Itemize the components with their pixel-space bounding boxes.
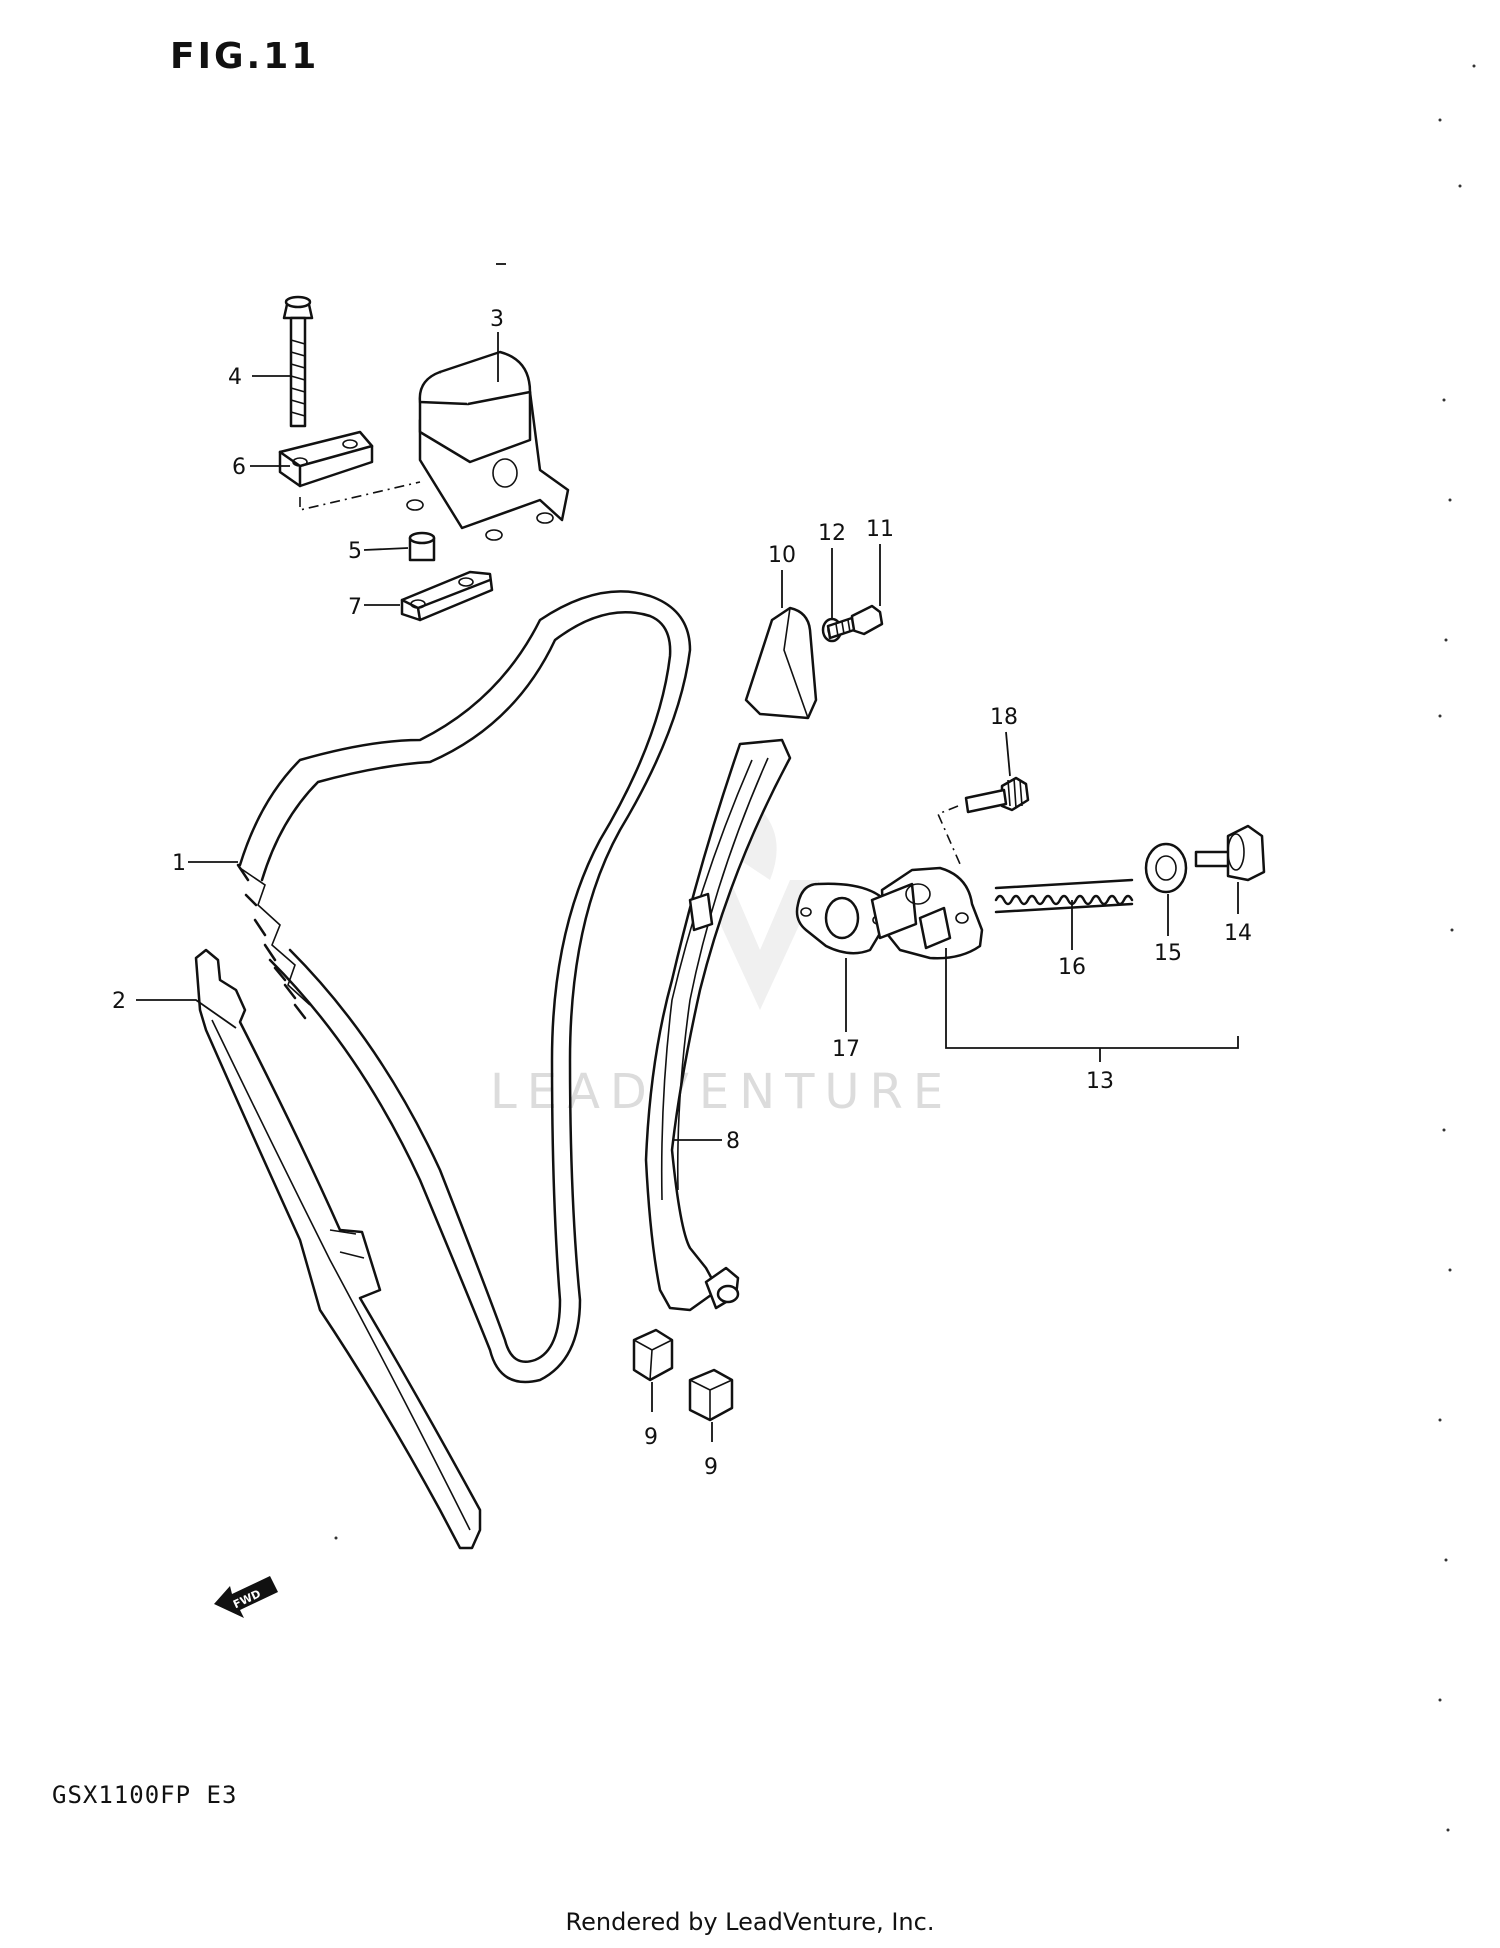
- callout-11: 11: [866, 517, 894, 542]
- guide-10: [744, 606, 818, 720]
- damper-9b: [688, 1368, 734, 1422]
- bolt-4: [282, 295, 314, 428]
- figure-title: FIG.11: [170, 36, 320, 77]
- tensioner-guide-8: [644, 738, 792, 1312]
- watermark-logo: [700, 800, 820, 1010]
- assembly-line-6-3: [299, 481, 421, 512]
- washer-15: [1144, 842, 1188, 894]
- callout-14: 14: [1224, 921, 1252, 946]
- callout-12: 12: [818, 521, 846, 546]
- dowel-5: [408, 531, 436, 562]
- callout-9a: 9: [644, 1425, 658, 1450]
- callout-18: 18: [990, 705, 1018, 730]
- fwd-arrow-icon: FWD: [214, 1576, 278, 1618]
- callout-17: 17: [832, 1037, 860, 1062]
- callout-4: 4: [228, 365, 242, 390]
- screw-11: [826, 604, 884, 640]
- callout-13: 13: [1086, 1069, 1114, 1094]
- callout-5: 5: [348, 539, 362, 564]
- callout-16: 16: [1058, 955, 1086, 980]
- footer-credit: Rendered by LeadVenture, Inc.: [565, 1908, 935, 1936]
- callout-6: 6: [232, 455, 246, 480]
- cap-bolt-14: [1194, 824, 1266, 882]
- callout-9b: 9: [704, 1455, 718, 1480]
- chain-guide-2: [194, 948, 482, 1550]
- leader-lines: [136, 332, 1239, 1442]
- watermark-text: LEADVENTURE: [490, 1064, 953, 1120]
- callout-15: 15: [1154, 941, 1182, 966]
- callout-1: 1: [172, 851, 186, 876]
- cam-chain-1: [236, 590, 692, 1384]
- chain-guide-cover-3: [406, 350, 570, 541]
- callout-8: 8: [726, 1129, 740, 1154]
- callout-3: 3: [490, 307, 504, 332]
- assembly-line-18: [936, 805, 961, 865]
- model-code: GSX1100FP E3: [52, 1781, 238, 1809]
- callout-labels: 1 2 3 4 5 6 7 8 9 9 10 11 12 13 14 15 16…: [112, 307, 1252, 1480]
- tensioner-body-13: [870, 866, 984, 960]
- plate-7: [400, 570, 494, 622]
- bolt-18: [964, 776, 1030, 814]
- callout-10: 10: [768, 543, 796, 568]
- scan-artifacts: [334, 64, 1476, 1832]
- gasket-17: [795, 882, 884, 955]
- damper-9a: [632, 1328, 674, 1382]
- callout-2: 2: [112, 989, 126, 1014]
- plate-6: [278, 430, 374, 488]
- callout-7: 7: [348, 595, 362, 620]
- spring-16: [994, 878, 1134, 914]
